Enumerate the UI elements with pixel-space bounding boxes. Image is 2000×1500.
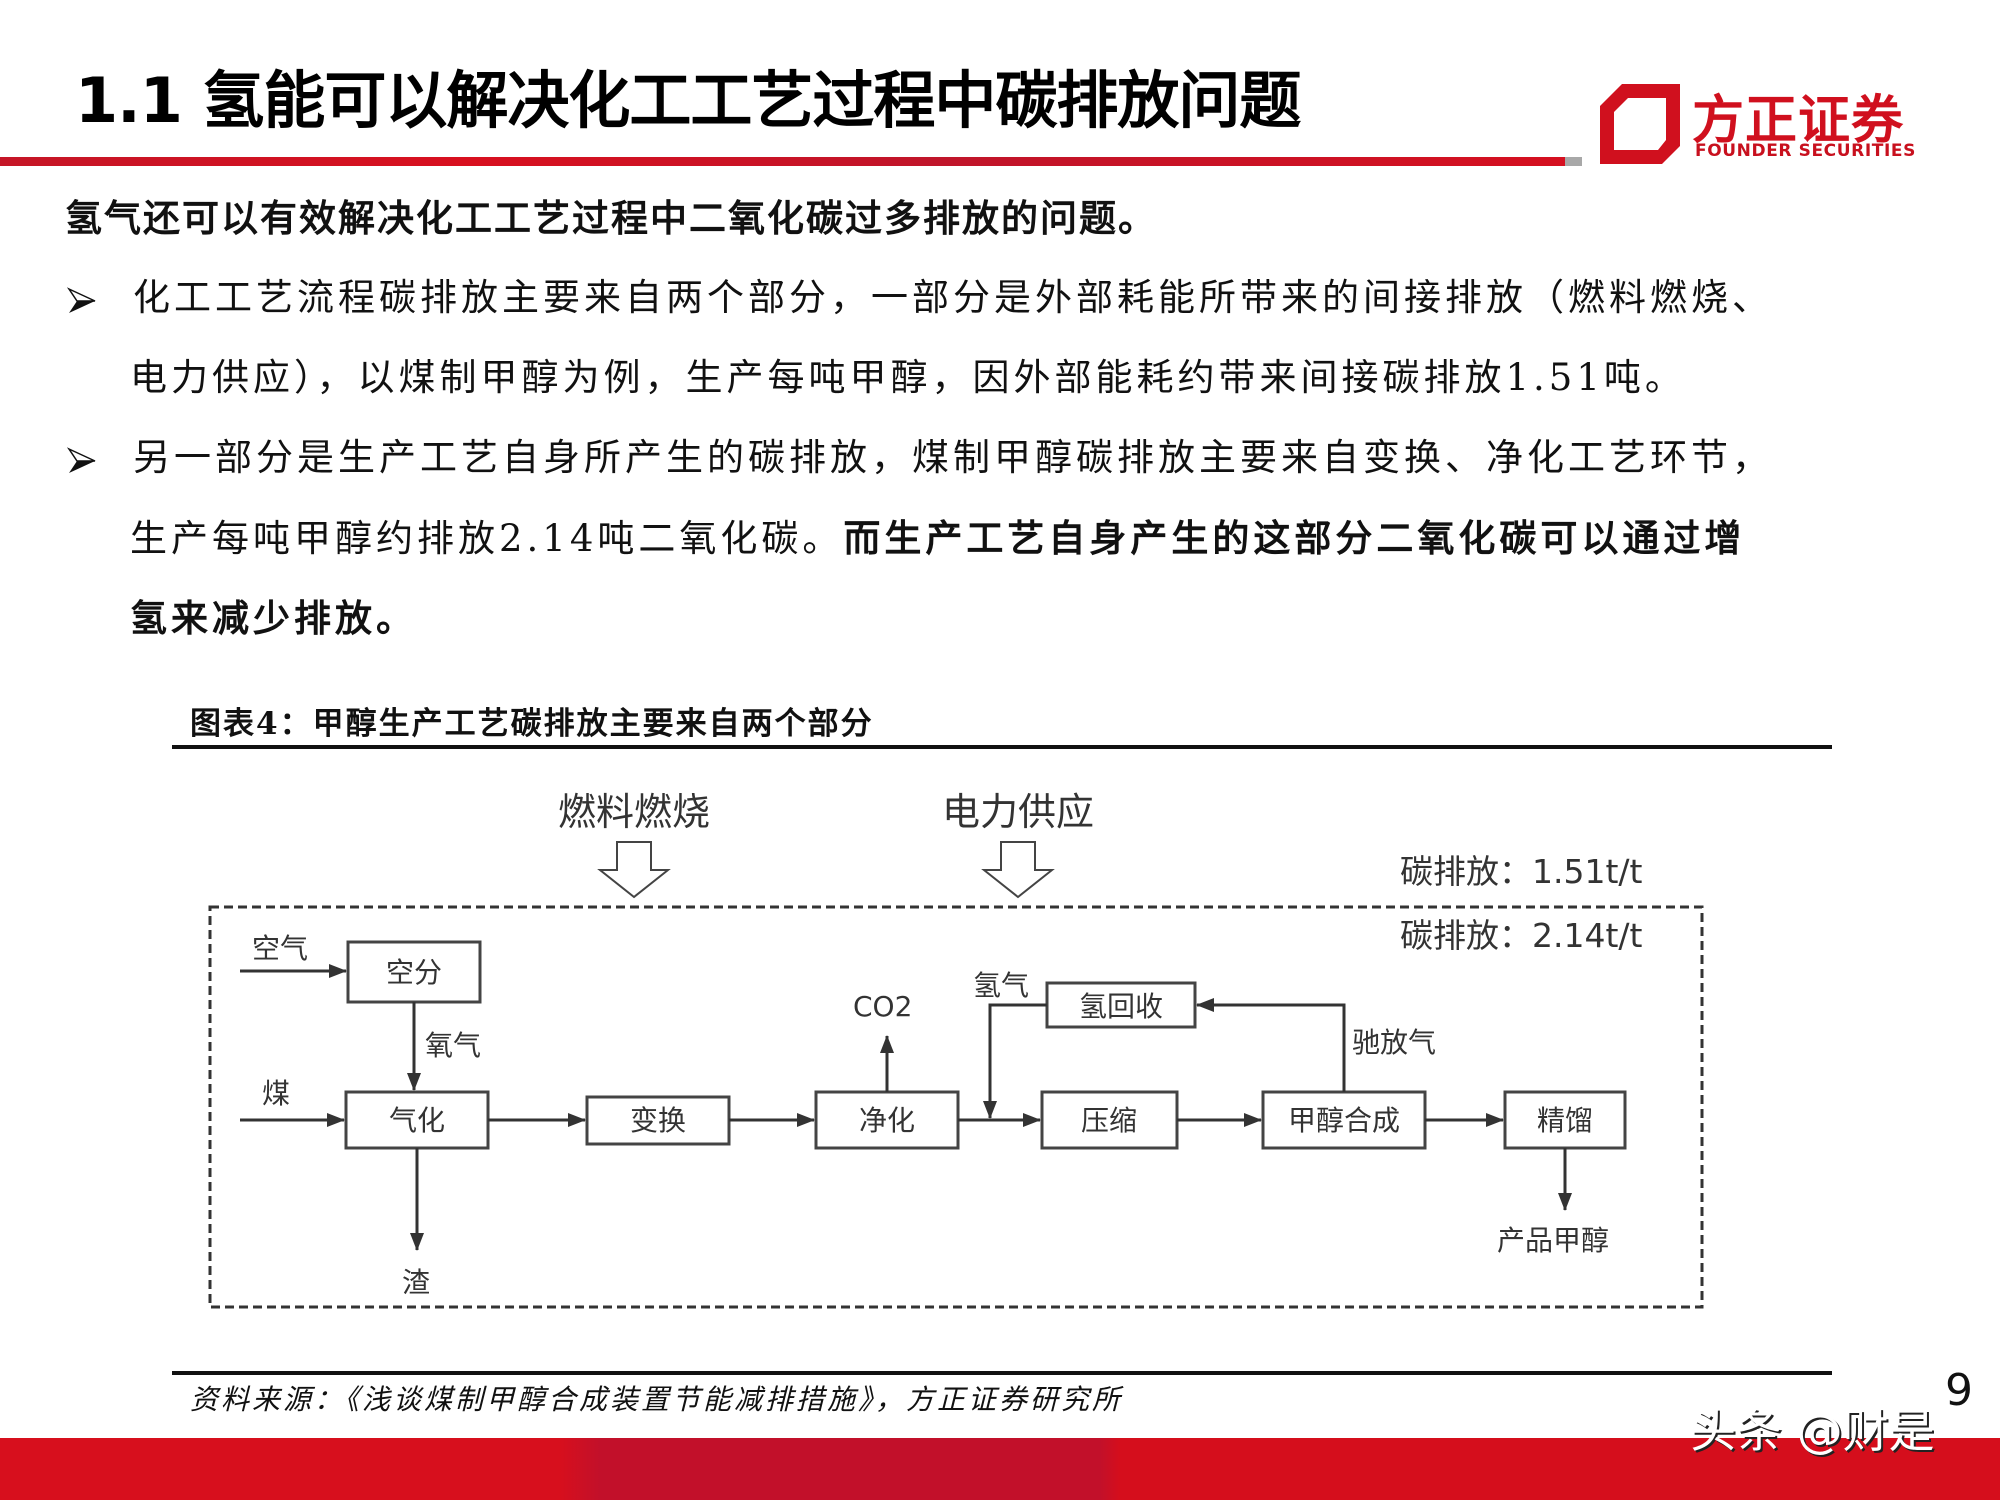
watermark: 头条 @财是 [1690,1404,1935,1458]
node-compression-label: 压缩 [1081,1104,1137,1137]
figure-top-rule [172,745,1832,749]
label-hydrogen: 氢气 [973,969,1029,1002]
logo-name-cn: 方正证券 [1692,91,1905,151]
figure-bottom-rule [172,1371,1832,1375]
bullet-2-line-2-bold: 而生产工艺自身产生的这部分二氧化碳可以通过增 [843,516,1746,560]
node-air-separation-label: 空分 [386,956,442,989]
label-purge-gas: 驰放气 [1352,1026,1436,1059]
label-product-methanol: 产品甲醇 [1497,1224,1609,1257]
node-gasification-label: 气化 [389,1104,445,1137]
node-shift-label: 变换 [630,1104,686,1137]
figure-title: 图表4：甲醇生产工艺碳排放主要来自两个部分 [190,706,874,742]
bullet-2-line-2: 生产每吨甲醇约排放2.14吨二氧化碳。而生产工艺自身产生的这部分二氧化碳可以通过… [130,498,1745,579]
founder-securities-logo: 方正证券 FOUNDER SECURITIES [1600,78,1930,168]
node-methanol-synthesis [1261,1090,1427,1150]
node-hydrogen-recovery-label: 氢回收 [1079,990,1163,1023]
label-coal-input: 煤 [262,1077,290,1110]
footer-red-band [0,1438,2000,1500]
hollow-down-arrow-icon [597,841,671,899]
lead-paragraph: 氢气还可以有效解决化工工艺过程中二氧化碳过多排放的问题。 [65,196,1157,240]
bullet-2-line-1: 另一部分是生产工艺自身所产生的碳排放，煤制甲醇碳排放主要来自变换、净化工艺环节， [133,436,1773,479]
node-distillation-label: 精馏 [1537,1104,1593,1137]
bullet-1-line-1: 化工工艺流程碳排放主要来自两个部分，一部分是外部耗能所带来的间接排放（燃料燃烧、 [133,276,1773,319]
logo-name-en: FOUNDER SECURITIES [1695,141,1916,161]
node-methanol-synthesis-label: 甲醇合成 [1288,1104,1400,1137]
hollow-down-arrow-icon [981,841,1055,899]
node-compression [1040,1090,1179,1150]
bullet-1: 化工工艺流程碳排放主要来自两个部分，一部分是外部耗能所带来的间接排放（燃料燃烧、 [65,258,1773,338]
node-purification-label: 净化 [859,1104,915,1137]
bullet-1-line-2: 电力供应），以煤制甲醇为例，生产每吨甲醇，因外部能耗约带来间接碳排放1.51吨。 [130,356,1686,399]
label-fuel-combustion: 燃料燃烧 [558,790,710,834]
label-oxygen: 氧气 [425,1029,481,1062]
label-emission-process: 碳排放：2.14t/t [1400,916,1643,955]
bullet-2-line-3: 氢来减少排放。 [130,596,417,640]
bullet-2-line-2-normal: 生产每吨甲醇约排放2.14吨二氧化碳。 [130,517,844,560]
page-title: 1.1 氢能可以解决化工工艺过程中碳排放问题 [75,64,1301,137]
header-rule-gray-cap [1565,157,1582,166]
header-red-rule [0,157,1565,166]
label-emission-external: 碳排放：1.51t/t [1400,852,1643,891]
arrowhead-bullet-icon [66,286,96,313]
node-shift [585,1095,731,1146]
label-co2-output: CO2 [853,990,912,1023]
figure-source: 资料来源：《浅谈煤制甲醇合成装置节能减排措施》，方正证券研究所 [190,1383,1124,1416]
founder-logo-mark-icon [1600,84,1680,164]
label-power-supply: 电力供应 [942,790,1094,834]
arrowhead-bullet-icon [66,446,96,473]
label-air-input: 空气 [252,932,308,965]
bullet-2: 另一部分是生产工艺自身所产生的碳排放，煤制甲醇碳排放主要来自变换、净化工艺环节， [65,418,1773,498]
process-boundary [208,905,1704,1309]
page-number: 9 [1945,1365,1973,1416]
label-slag-output: 渣 [402,1266,430,1299]
